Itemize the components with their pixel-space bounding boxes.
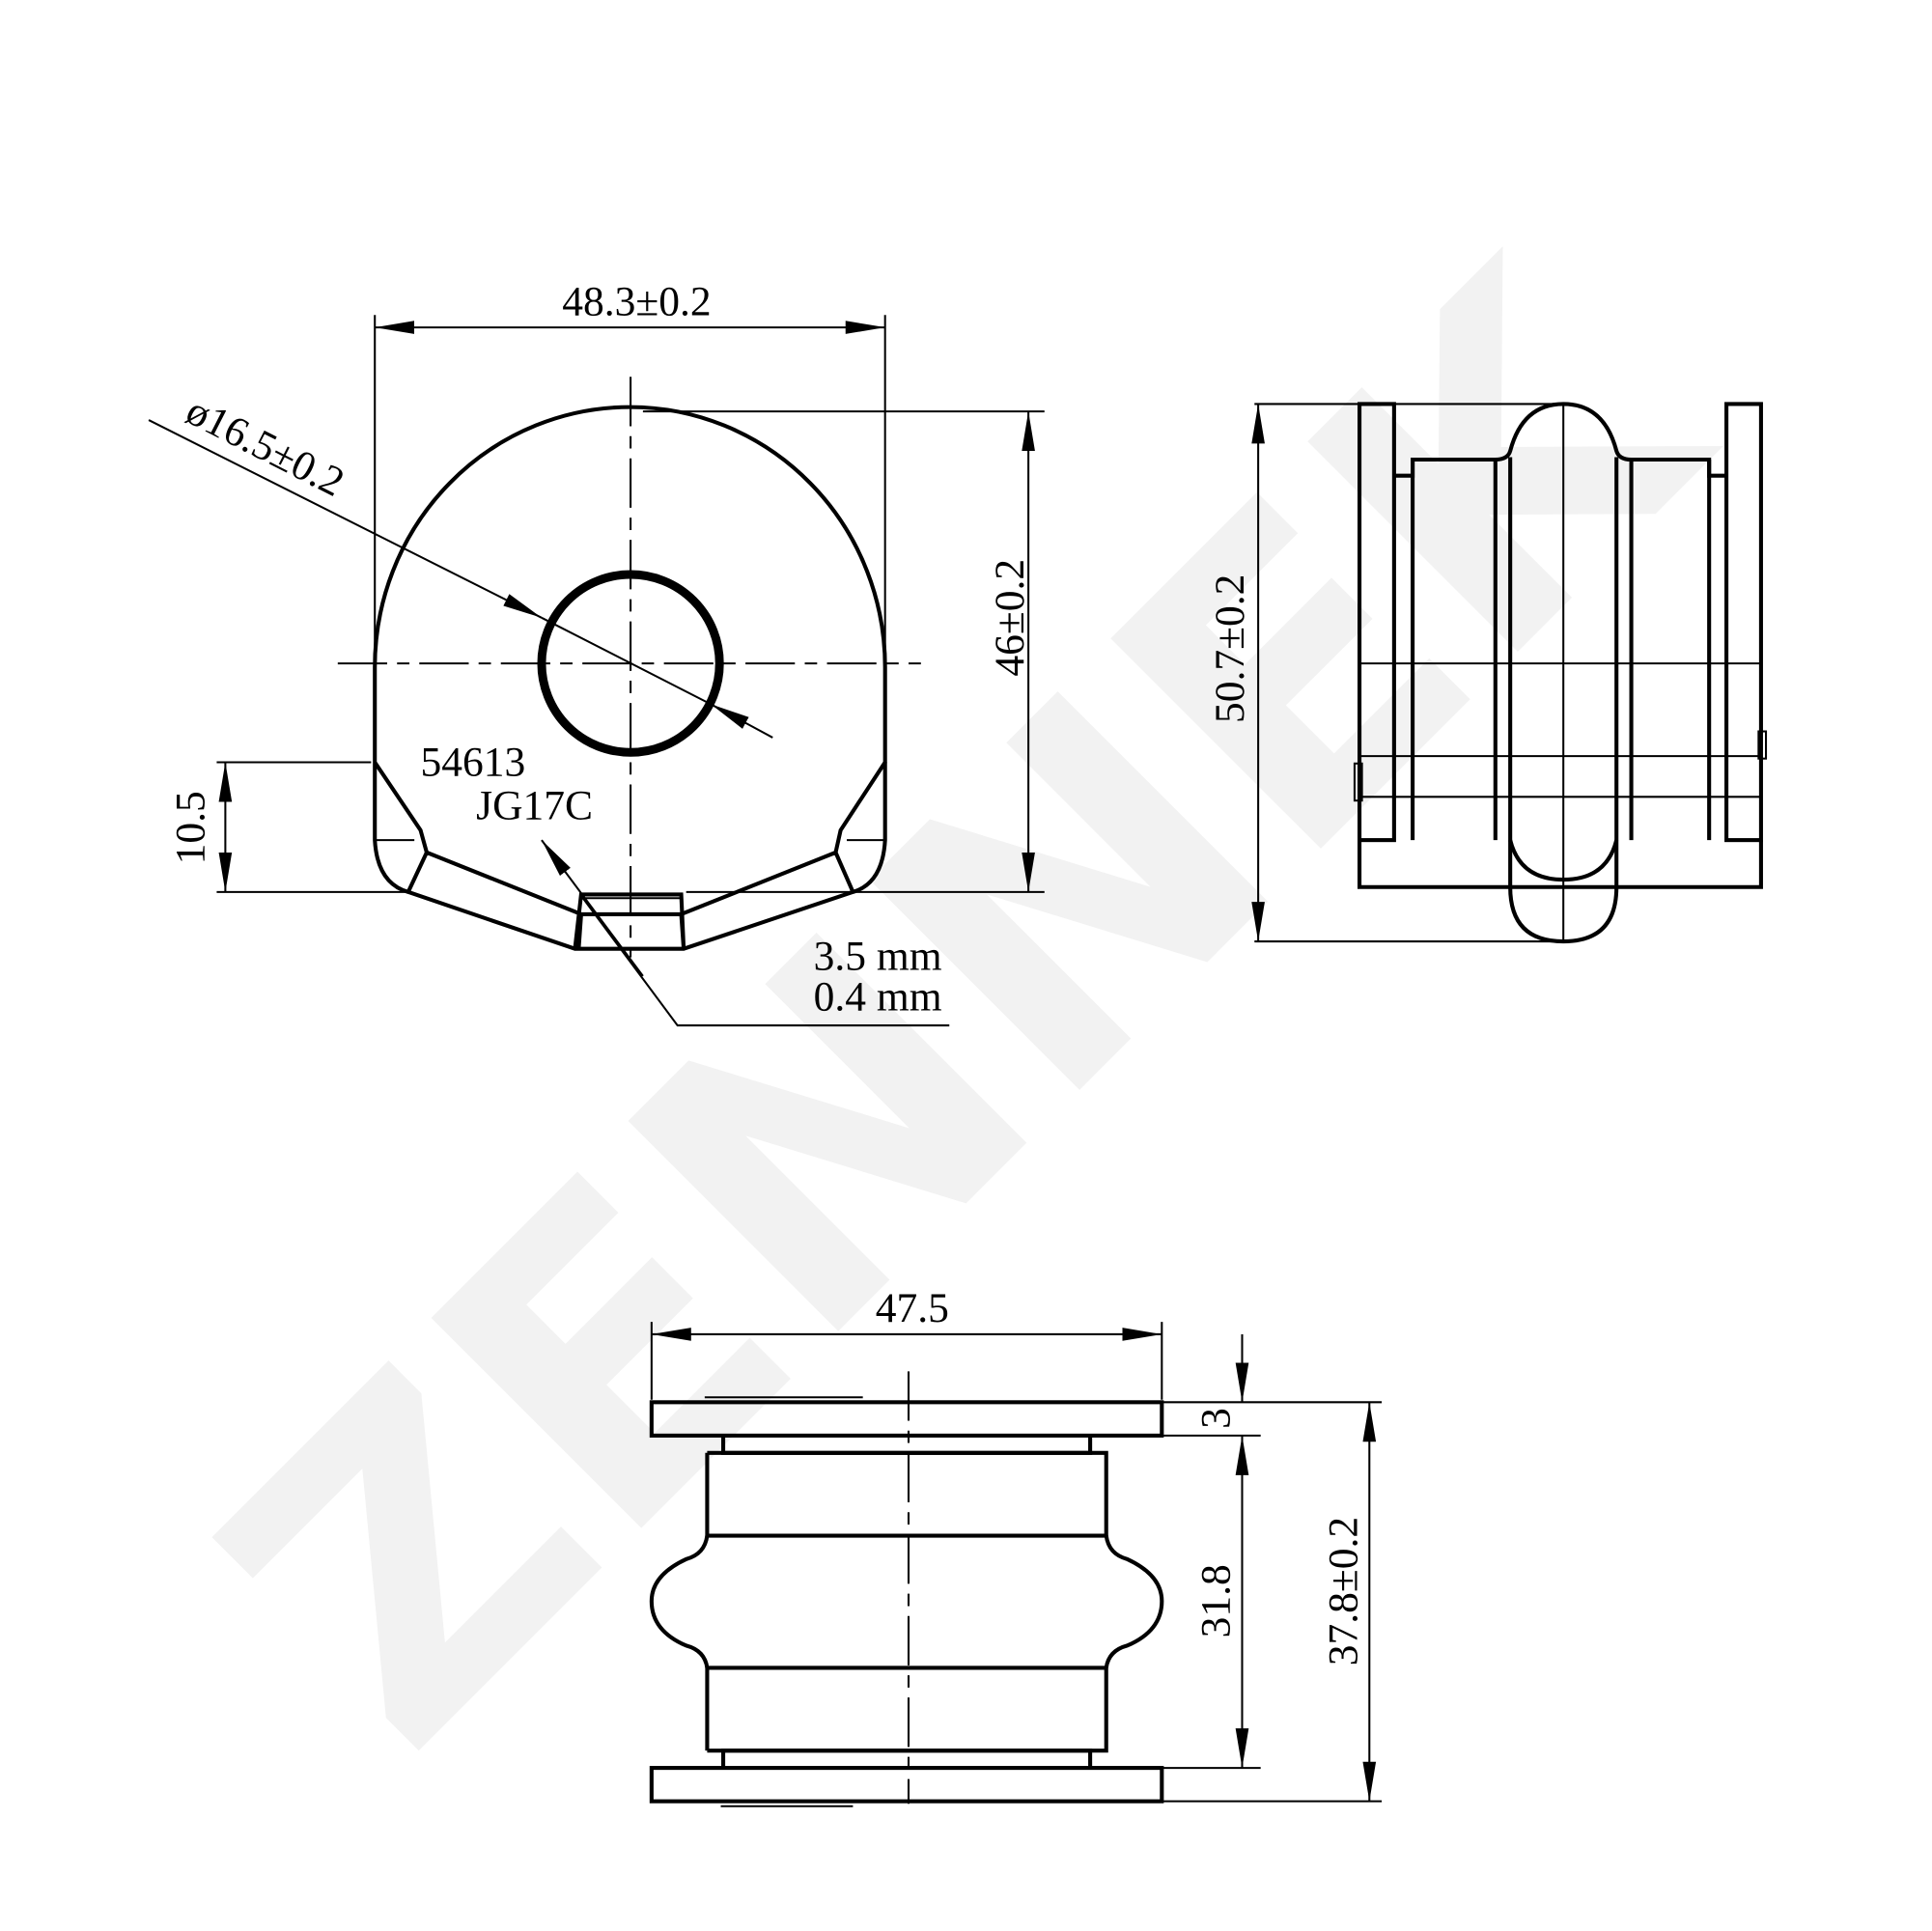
flat-height-dim: 10.5 <box>168 791 214 864</box>
note-line-1: 3.5 mm <box>814 933 942 979</box>
flange-dim: 3 <box>1193 1408 1240 1429</box>
part-code: JG17C <box>476 782 593 828</box>
side-length-dim: 50.7±0.2 <box>1207 574 1253 723</box>
total-height-dim: 37.8±0.2 <box>1320 1517 1366 1665</box>
watermark: ZENNEK <box>138 177 1794 1833</box>
part-number: 54613 <box>421 740 526 786</box>
side-view: 50.7±0.2 <box>1207 402 1768 944</box>
bottom-width-dim: 47.5 <box>876 1285 949 1331</box>
svg-text:ZENNEK: ZENNEK <box>138 177 1794 1833</box>
front-width-dim: 48.3±0.2 <box>562 278 711 324</box>
front-height-dim: 46±0.2 <box>987 559 1033 677</box>
note-line-2: 0.4 mm <box>814 974 942 1021</box>
front-view: 48.3±0.2 46±0.2 10.5 ø16.5±0.2 54613 JG1… <box>148 278 1045 1027</box>
bottom-view: 47.5 3 31.8 37.8±0.2 <box>649 1285 1383 1807</box>
inner-height-dim: 31.8 <box>1193 1564 1240 1637</box>
bore-dim: ø16.5±0.2 <box>179 387 351 506</box>
